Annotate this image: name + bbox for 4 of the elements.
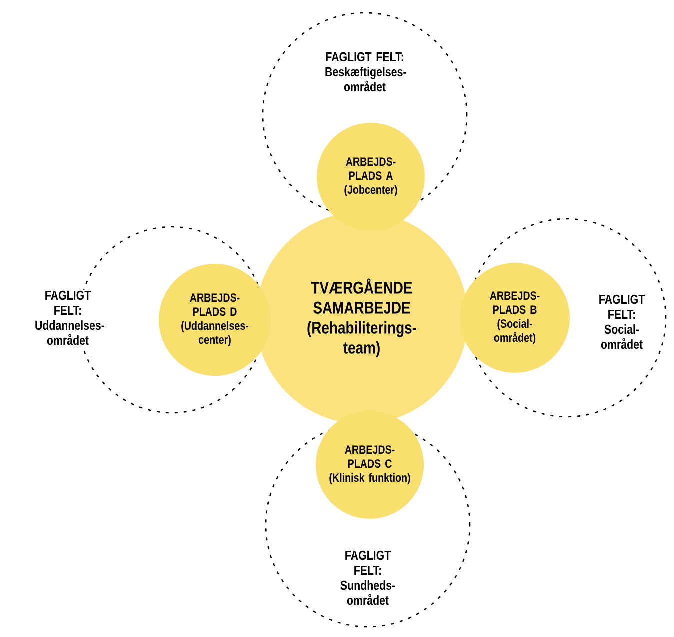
field-label: FAGLIGT FELT: Social- området [590, 294, 654, 350]
field-label: FAGLIGT FELT: Sundheds- området [331, 550, 405, 606]
field-label: FAGLIGT FELT: Beskæftigelses- området [324, 51, 406, 93]
field-label: FAGLIGT FELT: Uddannelses- området [34, 290, 104, 346]
